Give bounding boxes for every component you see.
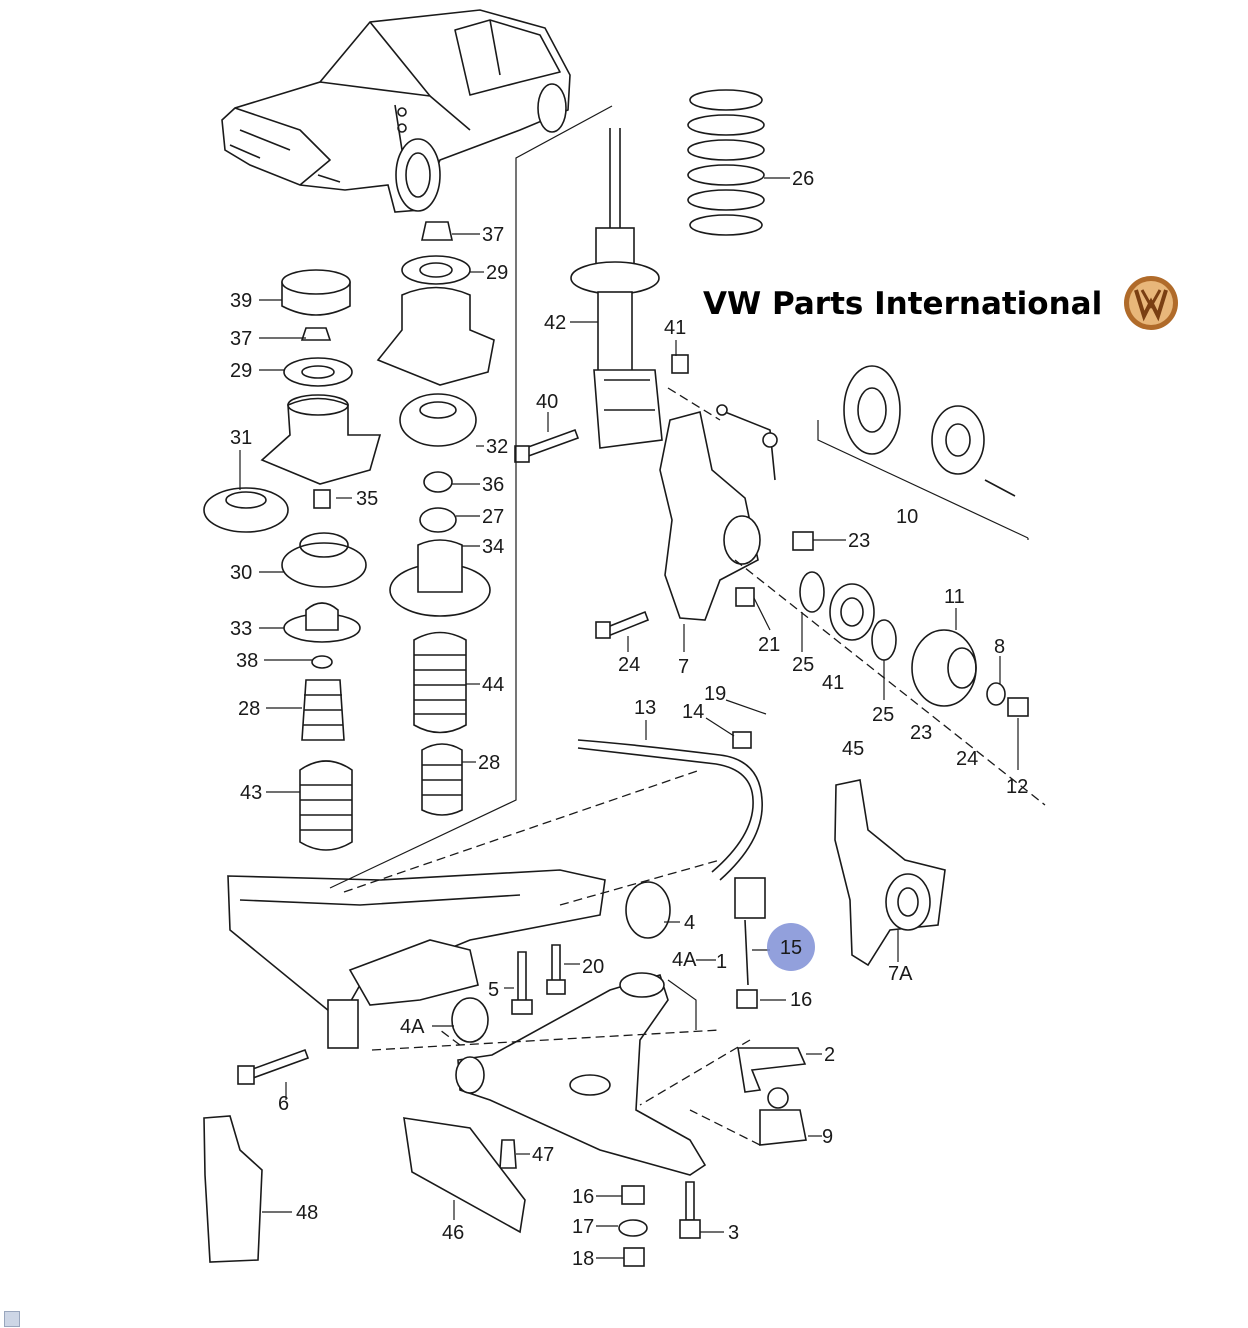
part-label-25: 25 [872,704,894,726]
part-label-23: 23 [910,722,932,744]
part-label-34: 34 [482,536,504,558]
part-label-11: 11 [944,586,965,608]
part-label-42: 42 [544,312,566,334]
part-label-16: 16 [790,989,812,1011]
part-label-46: 46 [442,1222,464,1244]
part-label-9: 9 [822,1126,833,1148]
part-label-2: 2 [824,1044,835,1066]
part-label-29: 29 [486,262,508,284]
strut-and-spring [514,89,765,463]
part-label-3: 3 [728,1222,739,1244]
brand-title: VW Parts International [703,286,1103,322]
part-label-13: 13 [634,697,656,719]
part-label-15[interactable]: 15 [780,937,802,959]
part-label-14: 14 [682,701,704,723]
part-label-39: 39 [230,290,252,312]
part-label-12: 12 [1006,776,1028,798]
part-label-33: 33 [230,618,252,640]
part-label-45: 45 [842,738,864,760]
part-label-23: 23 [848,530,870,552]
part-number-labels: 39 37 29 31 35 30 33 38 28 43 37 29 32 3… [230,168,1028,1270]
part-label-38: 38 [236,650,258,672]
lower-control-arm [455,972,707,1176]
subframe [227,869,671,1049]
part-label-40: 40 [536,391,558,413]
part-label-41: 41 [664,317,686,339]
part-label-28: 28 [478,752,500,774]
part-label-7A: 7A [888,963,913,985]
part-label-4: 4 [684,912,695,934]
highlight-marker-15[interactable]: 15 [752,923,815,971]
coil-spring [687,89,765,236]
part-label-37: 37 [482,224,504,246]
part-label-43: 43 [240,782,262,804]
part-label-6: 6 [278,1093,289,1115]
leader-lines [239,177,1029,1259]
part-label-16: 16 [572,1186,594,1208]
part-label-48: 48 [296,1202,318,1224]
part-label-37: 37 [230,328,252,350]
part-label-35: 35 [356,488,378,510]
part-label-17: 17 [572,1216,594,1238]
group-lines [329,105,1046,1146]
part-label-25: 25 [792,654,814,676]
part-label-8: 8 [994,636,1005,658]
part-label-10: 10 [896,506,918,528]
center-mount-column [376,221,495,816]
part-label-26: 26 [792,168,814,190]
car-illustration [221,9,571,213]
part-label-41: 41 [822,672,844,694]
part-label-18: 18 [572,1248,594,1270]
part-label-28: 28 [238,698,260,720]
strut-mount-group [203,269,382,851]
part-label-4A: 4A [672,949,697,971]
highlight-circle[interactable] [767,923,815,971]
part-label-36: 36 [482,474,504,496]
part-label-24: 24 [956,748,978,770]
part-label-7: 7 [678,656,689,678]
part-label-19: 19 [704,683,726,705]
lower-hardware [203,944,807,1267]
part-label-1: 1 [716,951,727,973]
part-label-4A: 4A [400,1016,425,1038]
part-label-31: 31 [230,427,252,449]
vw-emblem-icon [1124,276,1178,330]
part-label-32: 32 [486,436,508,458]
corner-marker [4,1311,20,1327]
part-label-30: 30 [230,562,252,584]
part-label-27: 27 [482,506,504,528]
part-label-29: 29 [230,360,252,382]
part-label-44: 44 [482,674,504,696]
part-label-24: 24 [618,654,640,676]
part-label-47: 47 [532,1144,554,1166]
part-label-5: 5 [488,979,499,1001]
anti-roll-bar [577,731,766,1009]
part-label-20: 20 [582,956,604,978]
part-label-21: 21 [758,634,780,656]
knuckle-hub-group [595,365,1029,967]
